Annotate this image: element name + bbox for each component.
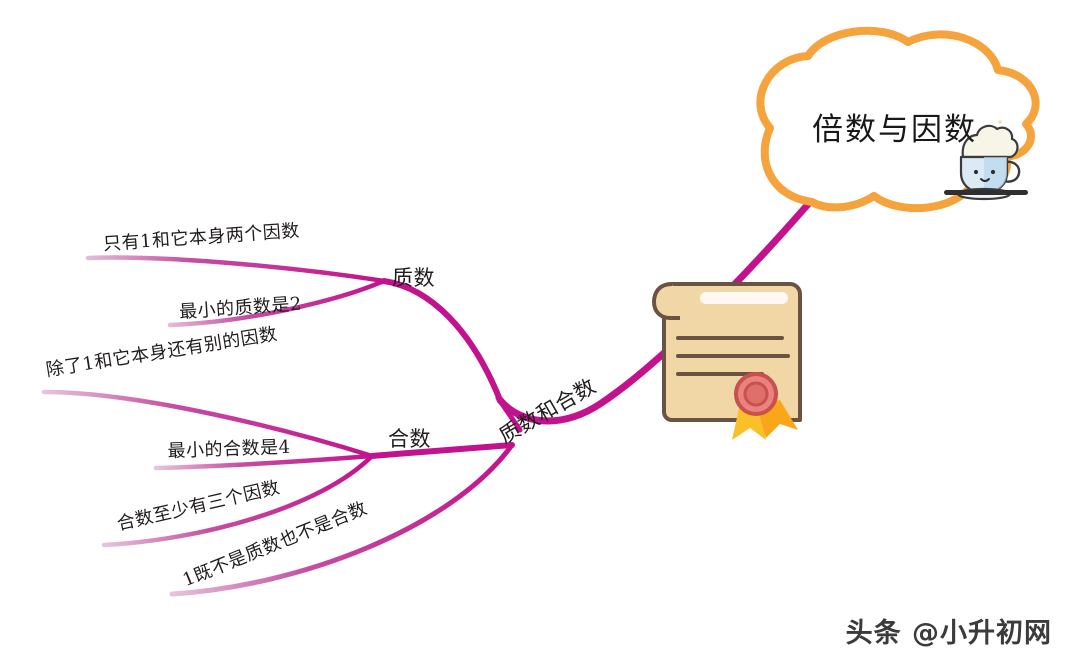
branch-prime-1 — [85, 255, 387, 284]
coffee-cup-icon — [944, 120, 1028, 201]
branch-main-trunk — [496, 198, 814, 425]
central-topic-title: 倍数与因数 — [812, 112, 977, 148]
watermark: 头条 @小升初网 — [845, 618, 1052, 649]
branch-lines — [41, 198, 814, 597]
certificate-scroll-icon — [652, 282, 802, 440]
branch-prime-stem — [381, 278, 503, 403]
branch-composite-4 — [169, 442, 515, 597]
node-label-prime[interactable]: 质数 — [392, 266, 435, 290]
branch-composite-stem — [369, 442, 515, 459]
node-label-composite[interactable]: 合数 — [388, 427, 431, 451]
branch-composite-3 — [101, 453, 375, 548]
leaf-label-composite-2[interactable]: 最小的合数是4 — [167, 436, 291, 463]
branch-composite-1 — [41, 389, 375, 459]
branch-composite-2 — [153, 453, 375, 471]
branch-prime-2 — [167, 278, 387, 328]
junction-tick-prime — [495, 395, 523, 433]
